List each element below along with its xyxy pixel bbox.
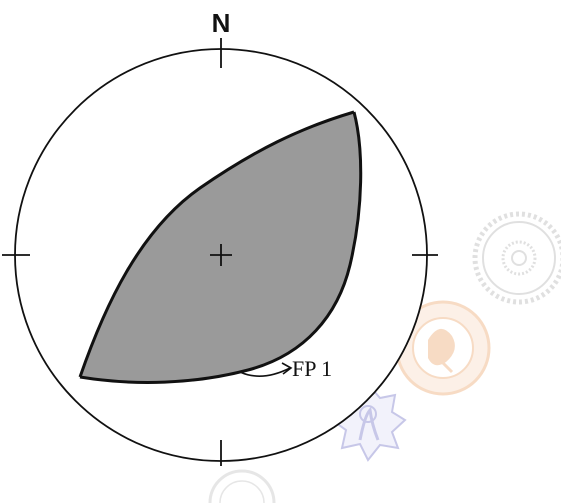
nodal-plane-2	[78, 110, 355, 378]
watermark-seal-gray	[472, 211, 561, 305]
north-label: N	[212, 8, 231, 38]
fault-plane-label: FP 1	[292, 356, 332, 381]
watermark-seal-orange	[395, 300, 491, 396]
center-plus-icon	[210, 244, 232, 266]
watermark-seal-faint	[208, 469, 276, 503]
fp1-arrow-icon	[239, 362, 293, 377]
nodal-plane-1	[79, 111, 363, 384]
